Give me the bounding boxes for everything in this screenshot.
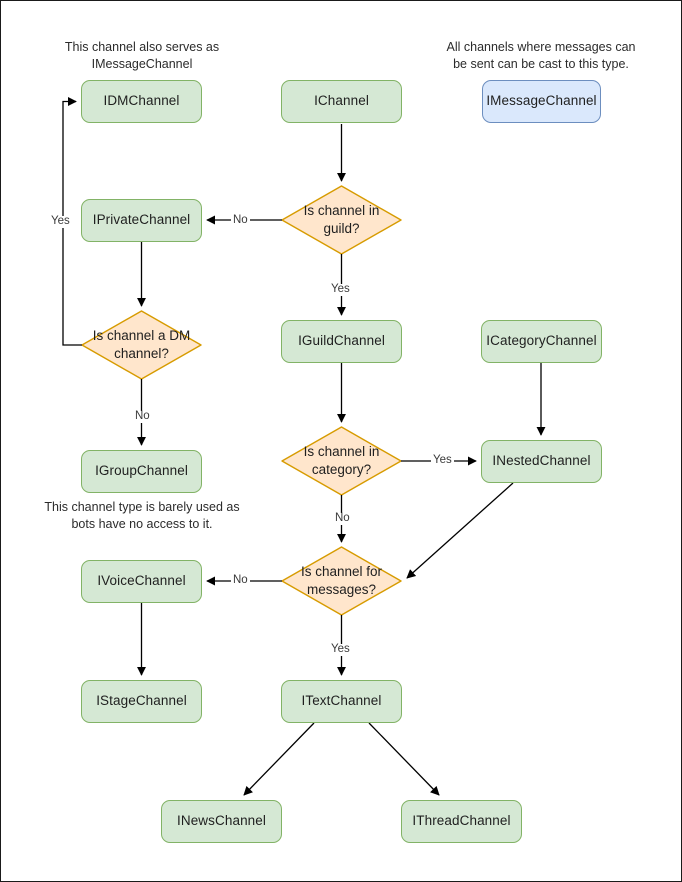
node-ithreadchannel[interactable]: IThreadChannel xyxy=(401,800,522,843)
edge-label-dm-yes: Yes xyxy=(49,215,72,228)
node-inewschannel-label: INewsChannel xyxy=(177,813,266,829)
node-igroupchannel[interactable]: IGroupChannel xyxy=(81,450,202,493)
edge-label-category-yes: Yes xyxy=(431,454,454,467)
node-is-channel-in-category-label: Is channel in category? xyxy=(303,444,380,477)
edge-label-category-no: No xyxy=(333,512,352,525)
node-istagechannel-label: IStageChannel xyxy=(96,693,187,709)
node-ichannel-label: IChannel xyxy=(314,93,369,109)
edge-label-dm-no: No xyxy=(133,410,152,423)
node-is-channel-in-category[interactable]: Is channel in category? xyxy=(282,427,401,495)
node-itextchannel[interactable]: ITextChannel xyxy=(281,680,402,723)
node-idmchannel-label: IDMChannel xyxy=(103,93,180,109)
node-is-channel-for-messages[interactable]: Is channel for messages? xyxy=(282,547,401,615)
node-imessagechannel[interactable]: IMessageChannel xyxy=(482,80,601,123)
node-iguildchannel[interactable]: IGuildChannel xyxy=(281,320,402,363)
node-iguildchannel-label: IGuildChannel xyxy=(298,333,385,349)
node-inestedchannel[interactable]: INestedChannel xyxy=(481,440,602,483)
note-group-channel: This channel type is barely used as bots… xyxy=(44,500,240,531)
node-inestedchannel-label: INestedChannel xyxy=(492,453,591,469)
edge-label-guild-yes: Yes xyxy=(329,283,352,296)
node-istagechannel[interactable]: IStageChannel xyxy=(81,680,202,723)
edge-inestedchannel-to-messages xyxy=(406,482,514,579)
node-ichannel[interactable]: IChannel xyxy=(281,80,402,123)
node-imessagechannel-label: IMessageChannel xyxy=(486,93,597,109)
node-icategorychannel-label: ICategoryChannel xyxy=(486,333,597,349)
node-is-channel-a-dm-channel[interactable]: Is channel a DM channel? xyxy=(82,311,201,379)
edge-itextchannel-to-ithreadchannel xyxy=(368,722,440,796)
node-ivoicechannel[interactable]: IVoiceChannel xyxy=(81,560,202,603)
note-dm-channel: This channel also serves as IMessageChan… xyxy=(64,40,220,71)
node-idmchannel[interactable]: IDMChannel xyxy=(81,80,202,123)
edge-label-messages-no: No xyxy=(231,574,250,587)
node-is-channel-a-dm-channel-label: Is channel a DM channel? xyxy=(92,328,191,361)
node-icategorychannel[interactable]: ICategoryChannel xyxy=(481,320,602,363)
note-message-channel: All channels where messages can be sent … xyxy=(446,40,636,71)
node-iprivatechannel[interactable]: IPrivateChannel xyxy=(81,199,202,242)
node-igroupchannel-label: IGroupChannel xyxy=(95,463,188,479)
node-iprivatechannel-label: IPrivateChannel xyxy=(92,212,191,228)
node-ithreadchannel-label: IThreadChannel xyxy=(412,813,511,829)
node-is-channel-in-guild-label: Is channel in guild? xyxy=(303,203,380,236)
edge-itextchannel-to-inewschannel xyxy=(243,722,315,796)
edge-label-messages-yes: Yes xyxy=(329,643,352,656)
edge-label-guild-no: No xyxy=(231,214,250,227)
node-itextchannel-label: ITextChannel xyxy=(301,693,382,709)
node-is-channel-in-guild[interactable]: Is channel in guild? xyxy=(282,186,401,254)
node-inewschannel[interactable]: INewsChannel xyxy=(161,800,282,843)
node-ivoicechannel-label: IVoiceChannel xyxy=(97,573,186,589)
node-is-channel-for-messages-label: Is channel for messages? xyxy=(300,564,383,597)
